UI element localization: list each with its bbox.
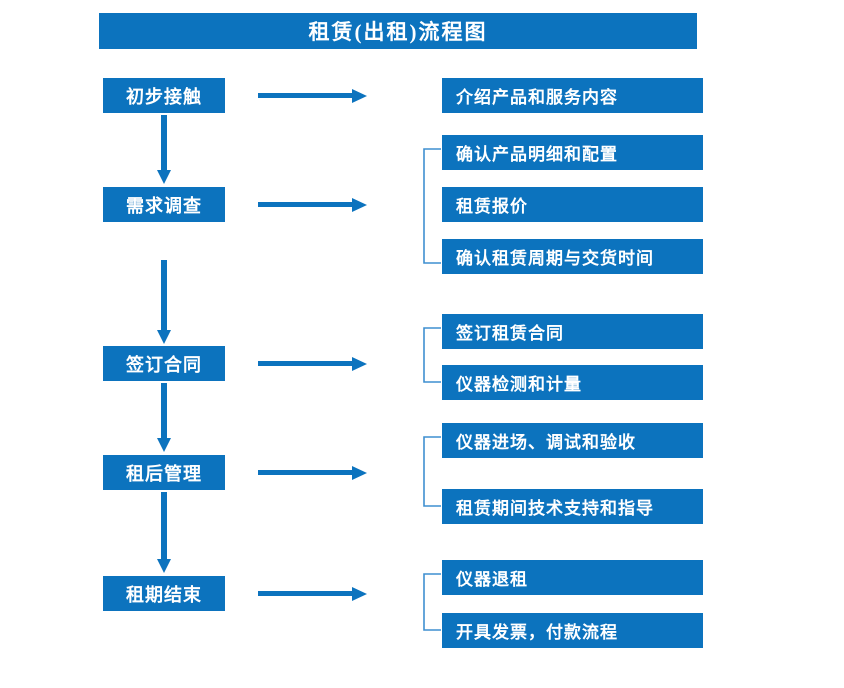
- horizontal-arrow-stage-1: [258, 88, 368, 104]
- detail-box-2-2[interactable]: 租赁报价: [442, 187, 703, 222]
- horizontal-arrow-stage-4: [258, 465, 368, 481]
- stage-box-2[interactable]: 需求调查: [103, 187, 225, 222]
- stage-box-1[interactable]: 初步接触: [103, 78, 225, 113]
- horizontal-arrow-stage-3: [258, 356, 368, 372]
- detail-box-4-2[interactable]: 租赁期间技术支持和指导: [442, 489, 703, 524]
- detail-box-5-2[interactable]: 开具发票，付款流程: [442, 613, 703, 648]
- stage-box-4[interactable]: 租后管理: [103, 455, 225, 490]
- diagram-title: 租赁(出租)流程图: [99, 13, 697, 49]
- horizontal-arrow-stage-2: [258, 197, 368, 213]
- horizontal-arrow-stage-5: [258, 586, 368, 602]
- group-bracket-stage-5: [422, 573, 442, 631]
- stage-box-5[interactable]: 租期结束: [103, 576, 225, 611]
- vertical-arrow-2-to-3: [153, 260, 175, 345]
- detail-box-1-1[interactable]: 介绍产品和服务内容: [442, 78, 703, 113]
- detail-box-3-2[interactable]: 仪器检测和计量: [442, 365, 703, 400]
- detail-box-3-1[interactable]: 签订租赁合同: [442, 314, 703, 349]
- group-bracket-stage-3: [422, 327, 442, 383]
- group-bracket-stage-2: [422, 148, 442, 264]
- detail-box-5-1[interactable]: 仪器退租: [442, 560, 703, 595]
- detail-box-2-3[interactable]: 确认租赁周期与交货时间: [442, 239, 703, 274]
- vertical-arrow-4-to-5: [153, 492, 175, 574]
- vertical-arrow-1-to-2: [153, 115, 175, 185]
- detail-box-2-1[interactable]: 确认产品明细和配置: [442, 135, 703, 170]
- group-bracket-stage-4: [422, 436, 442, 507]
- vertical-arrow-3-to-4: [153, 383, 175, 453]
- stage-box-3[interactable]: 签订合同: [103, 346, 225, 381]
- detail-box-4-1[interactable]: 仪器进场、调试和验收: [442, 423, 703, 458]
